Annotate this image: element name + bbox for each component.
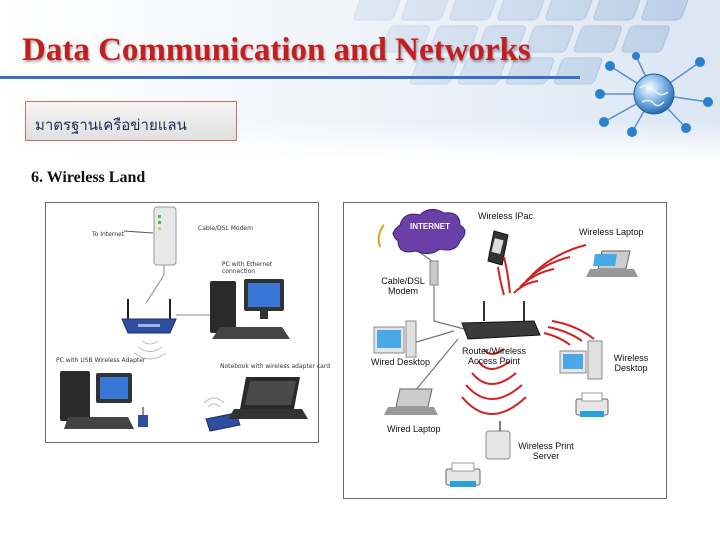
wireless-router-icon [121, 299, 177, 334]
label-notebook: Notebook with wireless adapter card [220, 363, 331, 370]
wireless-lan-diagram-left: To Internet Cable/DSL Modem PC with Ethe… [45, 202, 330, 443]
subtitle-box: มาตรฐานเครือข่ายแลน [25, 101, 237, 141]
label-wireless-desktop-line2: Desktop [614, 363, 648, 373]
label-print-server-line2: Server [532, 451, 560, 461]
wireless-desktop-icon [559, 340, 603, 380]
wireless-laptop-icon [586, 250, 638, 277]
pda-icon [487, 230, 509, 266]
label-modem: Cable/DSL Modem [378, 276, 428, 296]
label-wireless-ipac: Wireless IPac [478, 211, 534, 221]
label-wireless-desktop-line1: Wireless [613, 353, 649, 363]
label-print-server: Wireless Print Server [510, 441, 582, 461]
label-modem-line1: Cable/DSL [381, 276, 425, 286]
label-print-server-line1: Wireless Print [518, 441, 574, 451]
wired-desktop-icon [373, 320, 417, 358]
diagram-right-graphics [373, 209, 638, 487]
diagram-left-graphics [60, 206, 308, 432]
print-server-icon [485, 421, 511, 460]
arrow-icon [377, 224, 385, 248]
label-wireless-desktop: Wireless Desktop [606, 353, 656, 373]
label-pc-ethernet: PC with Ethernet connection [222, 261, 273, 275]
router-access-point-icon [461, 301, 541, 340]
section-heading: 6. Wireless Land [31, 169, 146, 186]
laptop-icon [228, 377, 308, 419]
signal-waves-icon [133, 340, 167, 360]
slide-title: Data Communication and Networks [22, 32, 531, 68]
printer-icon-bottom [445, 462, 481, 487]
title-underline [0, 76, 580, 79]
label-pc-usb: PC with USB Wireless Adapter [56, 357, 146, 364]
wireless-signal-icon [461, 244, 595, 415]
label-router: Router/Wireless Access Point [456, 346, 532, 366]
label-wired-desktop: Wired Desktop [371, 357, 431, 367]
internet-cloud-icon [393, 209, 466, 255]
wireless-lan-diagram-right: INTERNET Wireless IPac Wireless Laptop C… [343, 202, 667, 499]
subtitle-text: มาตรฐานเครือข่ายแลน [35, 116, 187, 134]
label-to-internet: To Internet [92, 231, 125, 238]
wire-lines [391, 232, 465, 398]
modem-icon [429, 260, 439, 286]
pointer-line [123, 230, 154, 234]
globe-network-icon [595, 52, 713, 137]
label-router-line1: Router/Wireless [461, 346, 526, 356]
label-wired-laptop: Wired Laptop [387, 424, 441, 434]
modem-icon [153, 206, 177, 266]
desktop-pc-usb-icon [60, 371, 148, 429]
wired-laptop-icon [384, 388, 438, 415]
label-modem: Cable/DSL Modem [198, 225, 253, 232]
label-wireless-laptop: Wireless Laptop [579, 227, 644, 237]
printer-icon [575, 392, 609, 417]
label-modem-line2: Modem [387, 286, 418, 296]
label-internet: INTERNET [410, 222, 450, 231]
desktop-pc-icon [210, 279, 290, 339]
label-router-line2: Access Point [467, 356, 521, 366]
